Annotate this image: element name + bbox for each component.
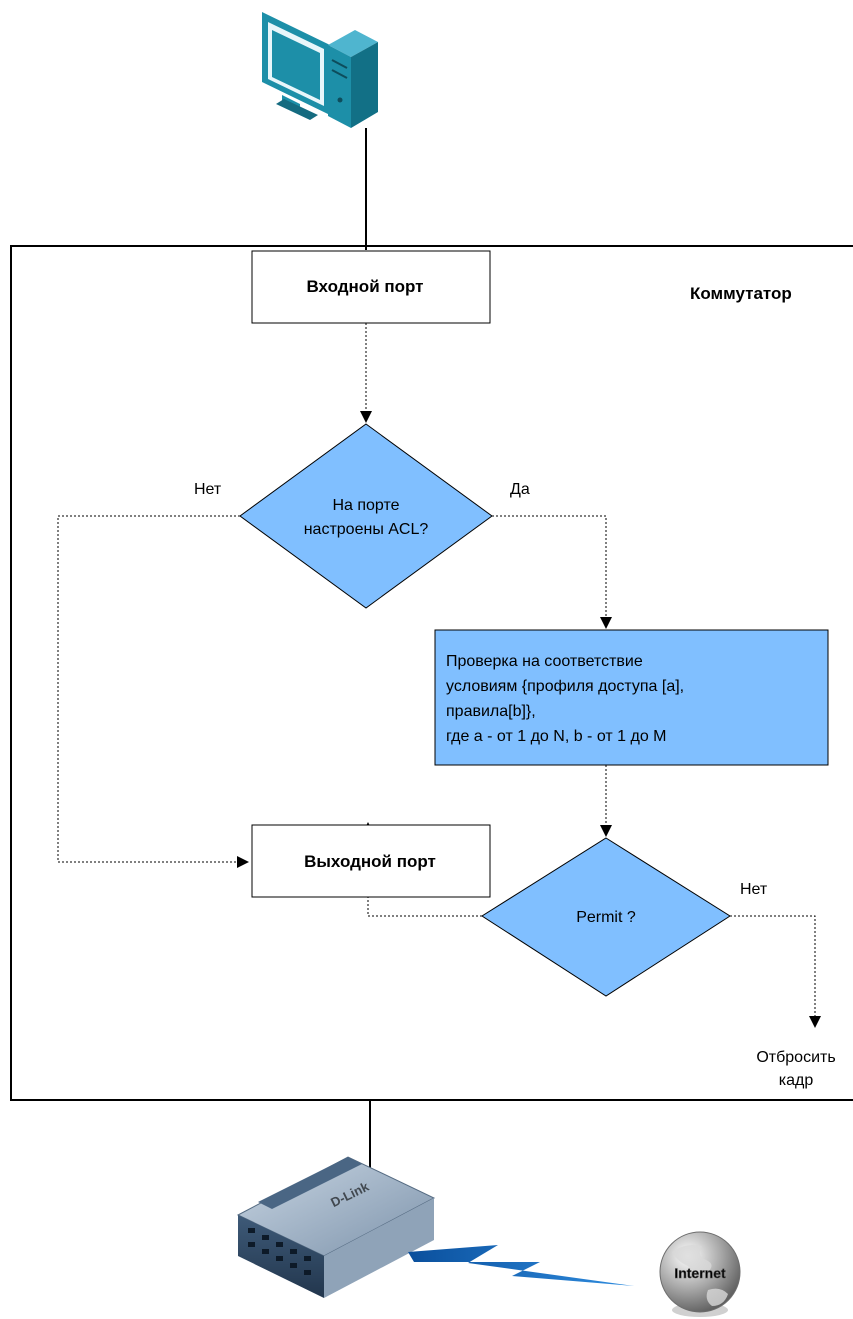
edge-permit-no: [730, 915, 821, 1028]
output-port-box: [251, 824, 491, 898]
acl-question-line2: настроены ACL?: [304, 521, 429, 538]
permit-decision-diamond: [481, 837, 731, 997]
acl-yes-label: Да: [510, 481, 530, 498]
acl-decision-diamond: [239, 423, 493, 609]
drop-line2: кадр: [779, 1072, 814, 1089]
check-line3: правила[b]},: [446, 703, 536, 720]
globe-text: Internet: [674, 1265, 726, 1281]
router-icon: D-Link: [236, 1156, 436, 1298]
check-line4: где a - от 1 до N, b - от 1 до M: [446, 728, 667, 745]
input-port-box: [251, 250, 491, 324]
switch-boundary: [10, 245, 853, 1101]
permit-no-label: Нет: [740, 881, 768, 898]
acl-no-label: Нет: [194, 481, 222, 498]
internet-globe-icon: Internet: [659, 1231, 741, 1317]
edge-acl-no: [57, 515, 249, 868]
drop-line1: Отбросить: [756, 1049, 835, 1066]
computer-icon: [262, 12, 378, 128]
switch-label: Коммутатор: [690, 284, 792, 303]
check-line1: Проверка на соответствие: [446, 653, 643, 670]
output-port-label: Выходной порт: [304, 852, 436, 871]
edge-acl-yes: [492, 515, 612, 629]
permit-question: Permit ?: [576, 909, 636, 926]
wireless-link-bolt: [408, 1245, 634, 1286]
check-line2: условиям {профиля доступа [a],: [446, 678, 684, 695]
check-conditions-box: [434, 629, 829, 766]
input-port-label: Входной порт: [307, 277, 424, 296]
acl-question-line1: На порте: [332, 497, 399, 514]
